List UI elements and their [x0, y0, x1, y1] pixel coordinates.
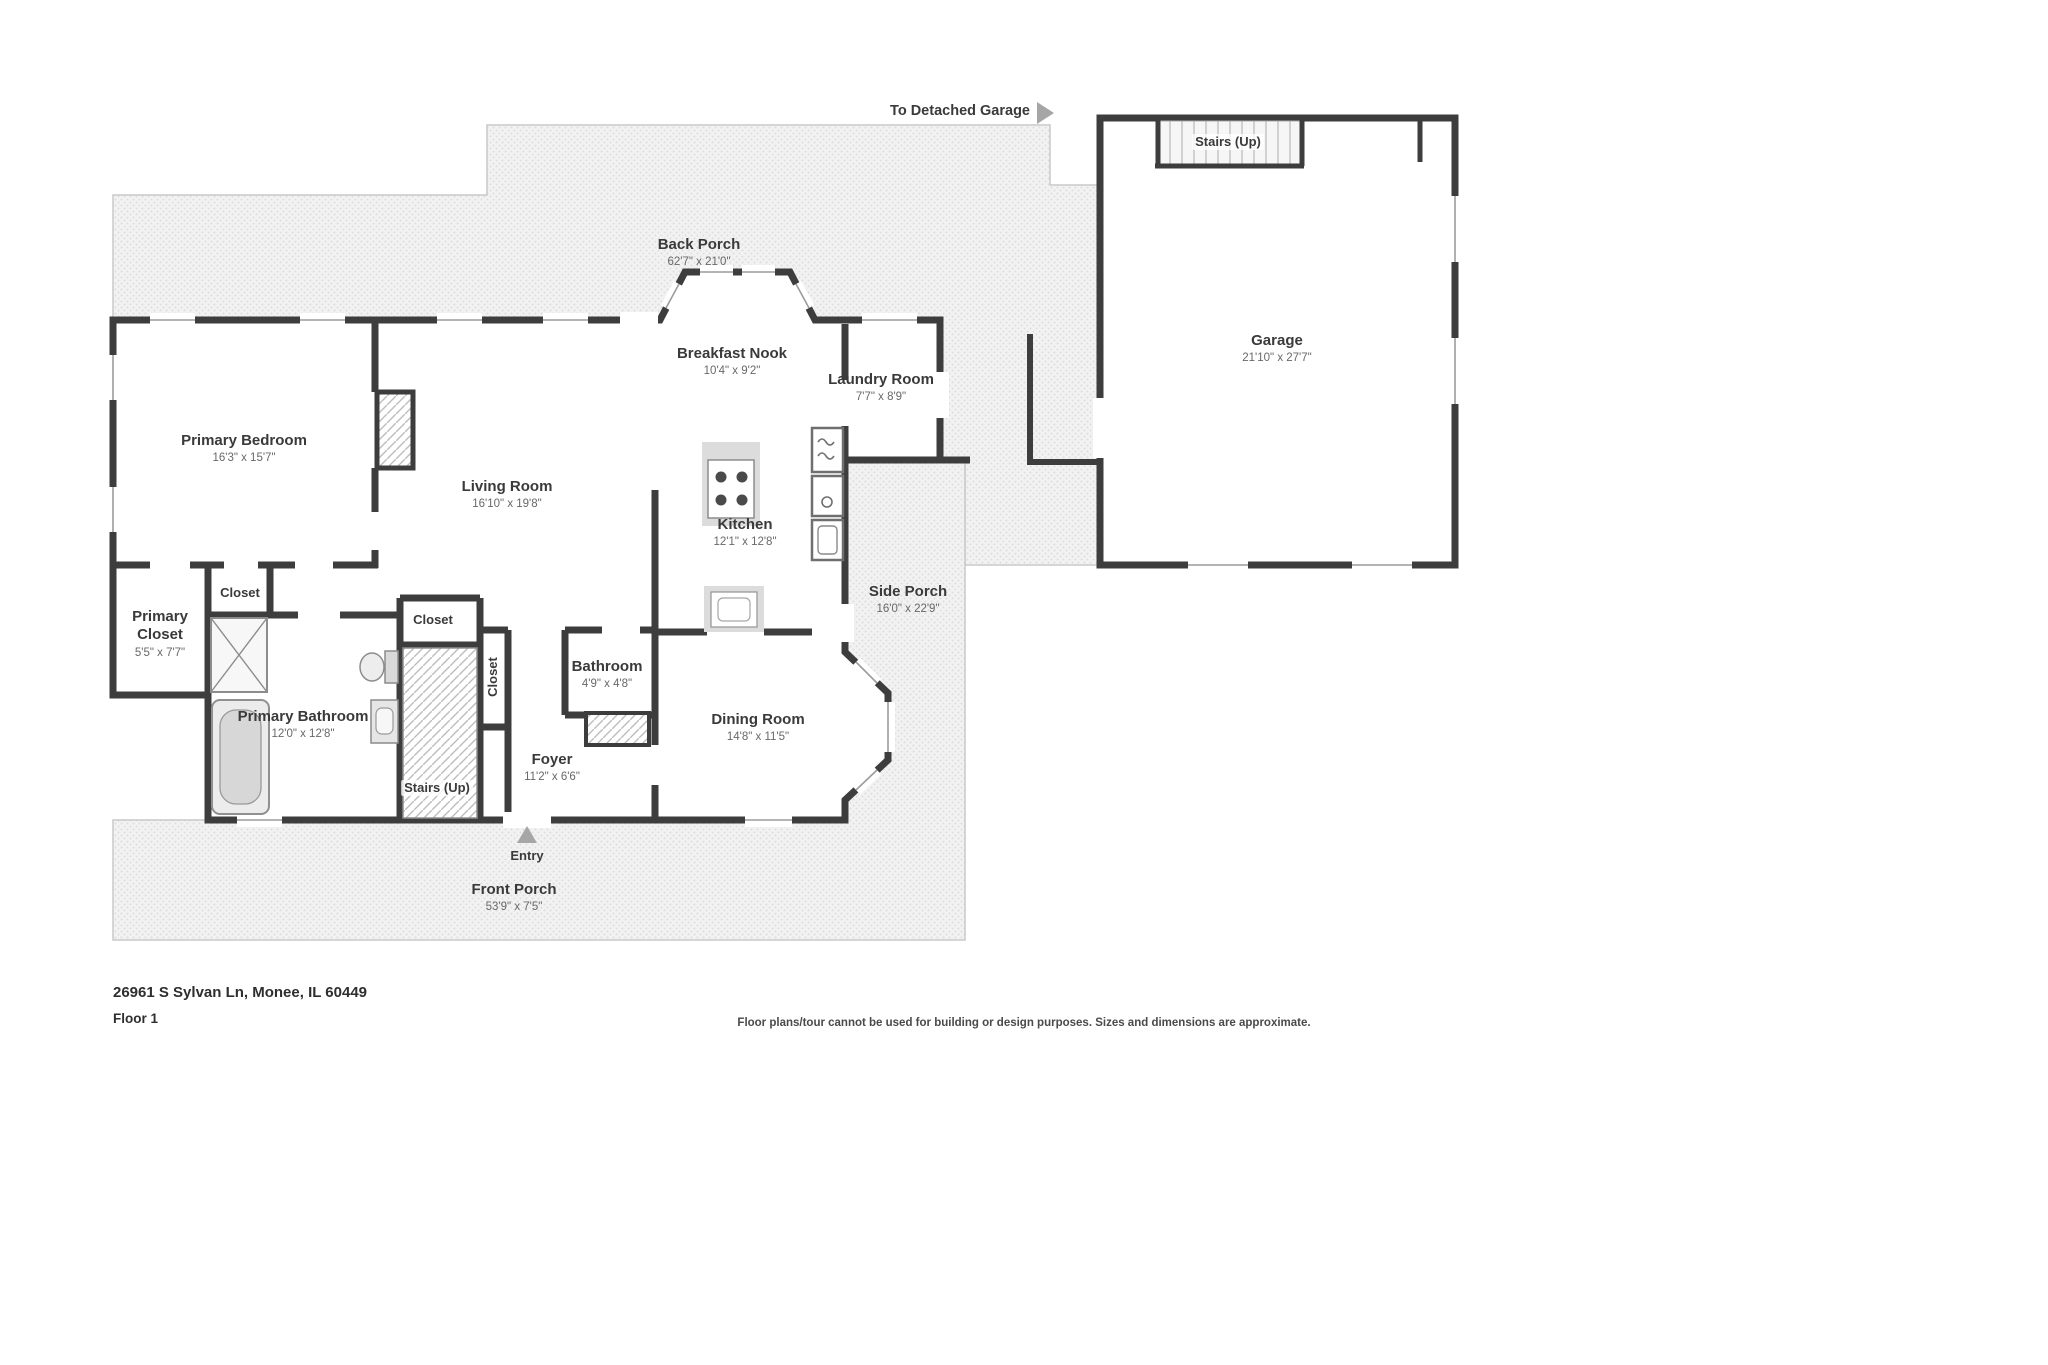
- room-label-living-room: Living Room 16'10" x 19'8": [461, 478, 553, 511]
- room-label-closet-bedroom: Closet: [220, 585, 260, 600]
- address-text: 26961 S Sylvan Ln, Monee, IL 60449: [113, 984, 368, 1001]
- toilet: [359, 650, 399, 684]
- door-openings: [503, 312, 1107, 828]
- interior-walls: [113, 320, 849, 822]
- room-label-garage: Garage 21'10" x 27'7": [1242, 332, 1312, 365]
- room-label-kitchen: Kitchen 12'1" x 12'8": [713, 516, 777, 549]
- room-label-primary-closet: Primary Closet 5'5" x 7'7": [132, 608, 188, 659]
- utility-hatch: [584, 711, 651, 747]
- to-garage-arrow-icon: [1037, 102, 1054, 124]
- room-label-dining-room: Dining Room 14'8" x 11'5": [711, 711, 805, 744]
- room-label-side-porch: Side Porch 16'0" x 22'9": [868, 583, 948, 616]
- entry-label: Entry: [510, 848, 544, 863]
- room-label-foyer: Foyer 11'2" x 6'6": [524, 751, 580, 784]
- garage-structure: [1096, 114, 1459, 569]
- entry-arrow-icon: [517, 826, 537, 843]
- shower: [210, 617, 268, 693]
- kitchen-sink-counter: [704, 586, 764, 632]
- floor-label: Floor 1: [113, 1011, 159, 1026]
- windows: [106, 196, 1462, 827]
- bathtub: [211, 699, 270, 815]
- sink-vanity: [370, 699, 399, 744]
- fireplace: [374, 389, 416, 471]
- room-label-breakfast-nook: Breakfast Nook 10'4" x 9'2": [676, 345, 788, 378]
- kitchen-island-stove: [702, 442, 760, 526]
- disclaimer-text: Floor plans/tour cannot be used for buil…: [737, 1017, 1311, 1029]
- to-detached-garage-label: To Detached Garage: [890, 103, 1030, 119]
- room-label-closet-hall: Closet: [413, 612, 453, 627]
- room-label-stairs-up: Stairs (Up): [401, 780, 473, 796]
- room-label-primary-bathroom: Primary Bathroom 12'0" x 12'8": [237, 708, 369, 741]
- kitchen-appliances: [810, 426, 845, 562]
- room-label-primary-bedroom: Primary Bedroom 16'3" x 15'7": [181, 432, 307, 465]
- room-label-bathroom: Bathroom 4'9" x 4'8": [571, 658, 643, 691]
- room-label-garage-stairs: Stairs (Up): [1192, 134, 1264, 150]
- room-label-closet-stairs: Closet: [485, 657, 501, 697]
- walkway-walls: [940, 334, 1100, 465]
- room-label-laundry-room: Laundry Room 7'7" x 8'9": [828, 371, 934, 404]
- room-label-back-porch: Back Porch 62'7" x 21'0": [657, 236, 741, 269]
- room-label-front-porch: Front Porch 53'9" x 7'5": [471, 881, 557, 914]
